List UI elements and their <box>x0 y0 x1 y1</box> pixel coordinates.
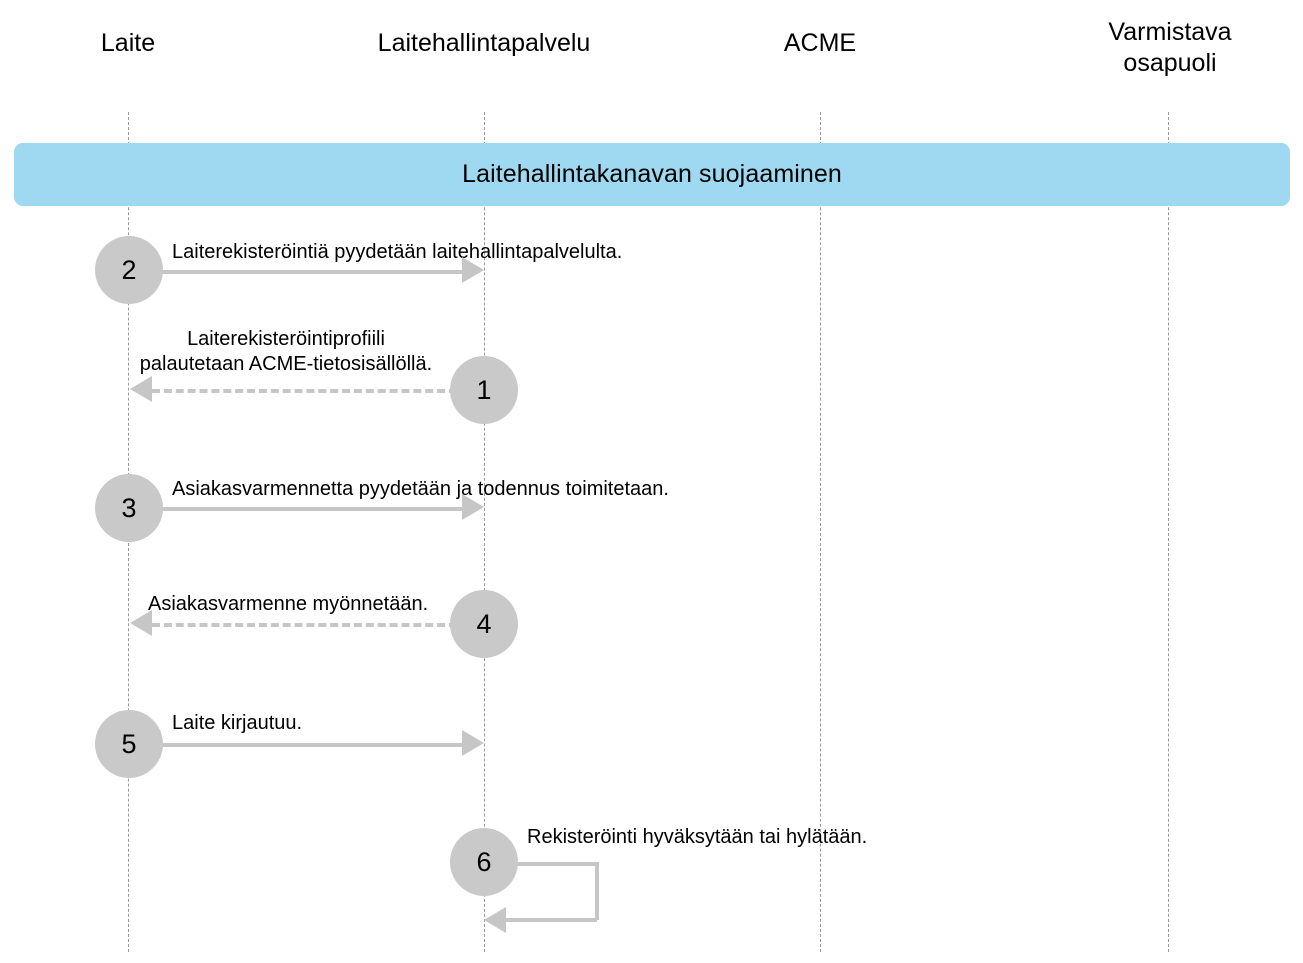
participant-header-laite: Laite <box>100 29 156 57</box>
arrow-head-left-icon-4 <box>130 610 152 636</box>
step-badge-4: 4 <box>450 590 518 658</box>
lifeline-acme <box>820 112 821 952</box>
message-arrow-line-1 <box>152 389 457 393</box>
message-label-4: Asiakasvarmenne myönnetään. <box>148 593 429 615</box>
arrow-head-left-icon-1 <box>130 376 152 402</box>
step-badge-2: 2 <box>95 236 163 304</box>
message-label-3: Asiakasvarmennetta pyydetään ja todennus… <box>172 478 669 500</box>
arrow-head-left-icon-6 <box>484 907 506 933</box>
message-arrow-line-4 <box>152 623 457 627</box>
step-badge-6: 6 <box>450 828 518 896</box>
message-arrow-line-3 <box>155 507 462 511</box>
self-loop-top-segment-6 <box>511 862 597 866</box>
participant-header-laitehallintapalvelu: Laitehallintapalvelu <box>377 29 591 57</box>
lifeline-laitehallintapalvelu <box>484 112 485 952</box>
message-label-5: Laite kirjautuu. <box>172 712 303 734</box>
self-loop-right-segment-6 <box>595 862 599 920</box>
arrow-head-right-icon-2 <box>462 257 484 283</box>
arrow-head-right-icon-5 <box>462 730 484 756</box>
message-arrow-line-5 <box>155 743 462 747</box>
arrow-head-right-icon-3 <box>462 494 484 520</box>
step-badge-1: 1 <box>450 356 518 424</box>
participant-header-acme: ACME <box>783 29 857 57</box>
message-label-6: Rekisteröinti hyväksytään tai hylätään. <box>527 826 868 848</box>
step-badge-5: 5 <box>95 710 163 778</box>
message-label-2: Laiterekisteröintiä pyydetään laitehalli… <box>172 241 623 263</box>
lifeline-varmistava-osapuoli <box>1168 112 1169 952</box>
message-label-1: Laiterekisteröintiprofiili palautetaan A… <box>139 328 433 375</box>
fragment-banner: Laitehallintakanavan suojaaminen <box>14 143 1290 206</box>
fragment-banner-label: Laitehallintakanavan suojaaminen <box>462 160 842 188</box>
message-arrow-line-2 <box>155 270 462 274</box>
self-loop-bottom-segment-6 <box>506 918 597 922</box>
participant-header-varmistava-osapuoli: Varmistava osapuoli <box>1108 18 1232 77</box>
step-badge-3: 3 <box>95 474 163 542</box>
